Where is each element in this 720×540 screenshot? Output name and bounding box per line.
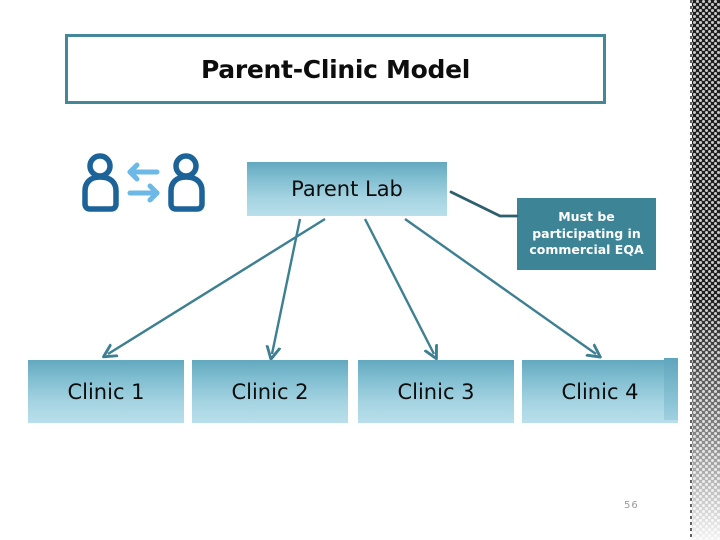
page-title: Parent-Clinic Model [200, 54, 471, 84]
page-number: 56 [624, 500, 639, 511]
callout-eqa-line3: commercial EQA [529, 242, 644, 258]
edge-dotted-rule [690, 0, 692, 540]
callout-eqa-line1: Must be [558, 209, 615, 225]
node-clinic-1: Clinic 1 [28, 360, 184, 423]
connector-parent-to-clinic-1 [108, 217, 326, 354]
node-clinic-4-label: Clinic 4 [561, 379, 639, 404]
node-clinic-4: Clinic 4 [522, 360, 678, 423]
edge-texture-strip [692, 0, 720, 540]
node-clinic-3-label: Clinic 3 [397, 379, 475, 404]
callout-eqa-requirement: Must be participating in commercial EQA [517, 198, 656, 270]
node-clinic-3: Clinic 3 [358, 360, 514, 423]
callout-eqa-line2: participating in [532, 225, 641, 241]
edge-accent-block [664, 358, 678, 420]
node-parent-lab: Parent Lab [247, 162, 447, 216]
node-clinic-1-label: Clinic 1 [67, 379, 145, 404]
connector-parent-to-callout [449, 190, 519, 218]
node-clinic-2-label: Clinic 2 [231, 379, 309, 404]
node-clinic-2: Clinic 2 [192, 360, 348, 423]
connector-parent-to-clinic-2 [272, 218, 302, 354]
slide-title-box: Parent-Clinic Model [65, 34, 606, 104]
people-exchange-icon [78, 152, 208, 214]
callout-eqa-text: Must be participating in commercial EQA [529, 209, 643, 259]
connector-parent-to-clinic-3 [363, 218, 434, 354]
node-parent-lab-label: Parent Lab [291, 177, 403, 201]
